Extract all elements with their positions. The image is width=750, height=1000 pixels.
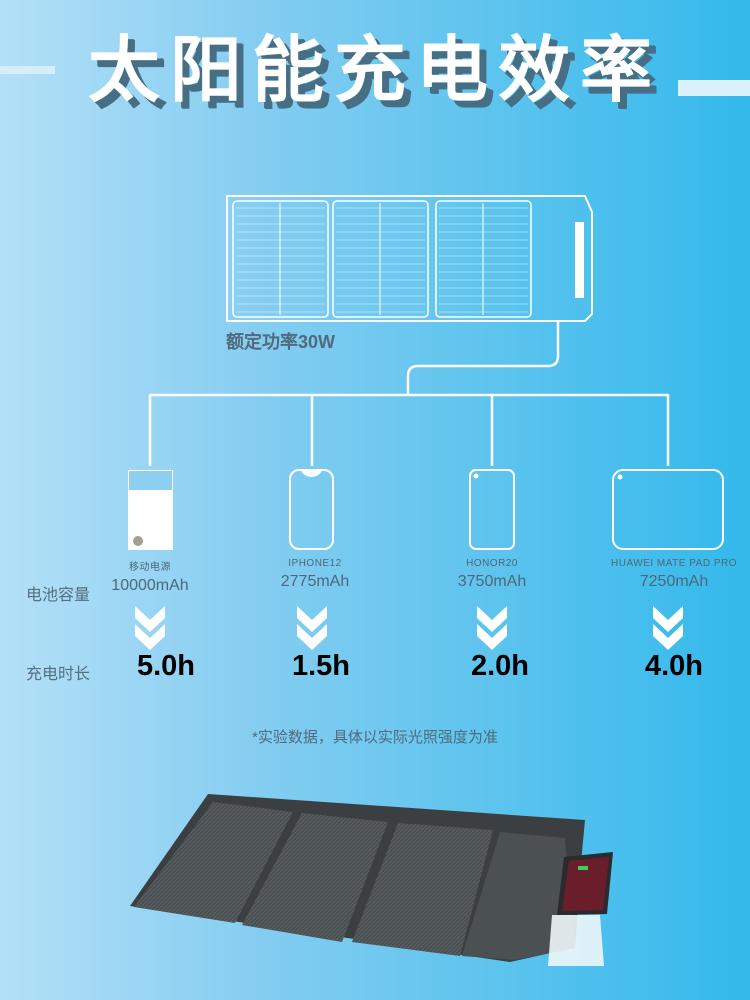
charge-time-value: 1.5h xyxy=(291,650,351,682)
chevrons xyxy=(135,606,683,650)
charge-time-value: 4.0h xyxy=(644,650,704,682)
power-bank-icon xyxy=(128,470,173,550)
rated-power-label: 额定功率30W xyxy=(226,332,336,352)
device-name: HONOR20 xyxy=(466,558,518,569)
device-capacity: 2775mAh xyxy=(280,573,350,590)
chevron-down-icon xyxy=(135,606,165,650)
footnote: *实验数据，具体以实际光照强度为准 xyxy=(252,729,498,746)
charge-time-row-label: 充电时长 xyxy=(26,666,91,683)
device-capacity: 3750mAh xyxy=(457,573,527,590)
chevron-down-icon xyxy=(477,606,507,650)
tablet-icon xyxy=(612,469,724,550)
solar-panel-diagram xyxy=(0,0,750,560)
device-name: HUAWEI MATE PAD PRO xyxy=(611,558,737,569)
device-capacity: 10000mAh xyxy=(111,577,189,594)
charge-time-value: 5.0h xyxy=(136,650,196,682)
device-name: 移动电源 xyxy=(129,562,171,573)
smartphone-notch-icon xyxy=(289,469,334,550)
smartphone-icon xyxy=(469,469,515,550)
capacity-row-label: 电池容量 xyxy=(26,587,91,604)
device-name: IPHONE12 xyxy=(288,558,342,569)
device-column: HUAWEI MATE PAD PRO 7250mAh xyxy=(589,558,750,591)
device-column: IPHONE12 2775mAh xyxy=(230,558,400,591)
chevron-down-icon xyxy=(653,606,683,650)
device-column: HONOR20 3750mAh xyxy=(407,558,577,591)
page-title: 太阳能充电效率 xyxy=(87,28,662,112)
device-icons xyxy=(128,469,724,550)
title-decor-right xyxy=(678,80,750,96)
device-capacity: 7250mAh xyxy=(639,573,709,590)
solar-panel-product-image xyxy=(130,794,613,966)
title-decor-left xyxy=(0,66,55,74)
chevron-down-icon xyxy=(297,606,327,650)
charge-time-value: 2.0h xyxy=(470,650,530,682)
device-column: 移动电源 10000mAh xyxy=(65,558,235,595)
